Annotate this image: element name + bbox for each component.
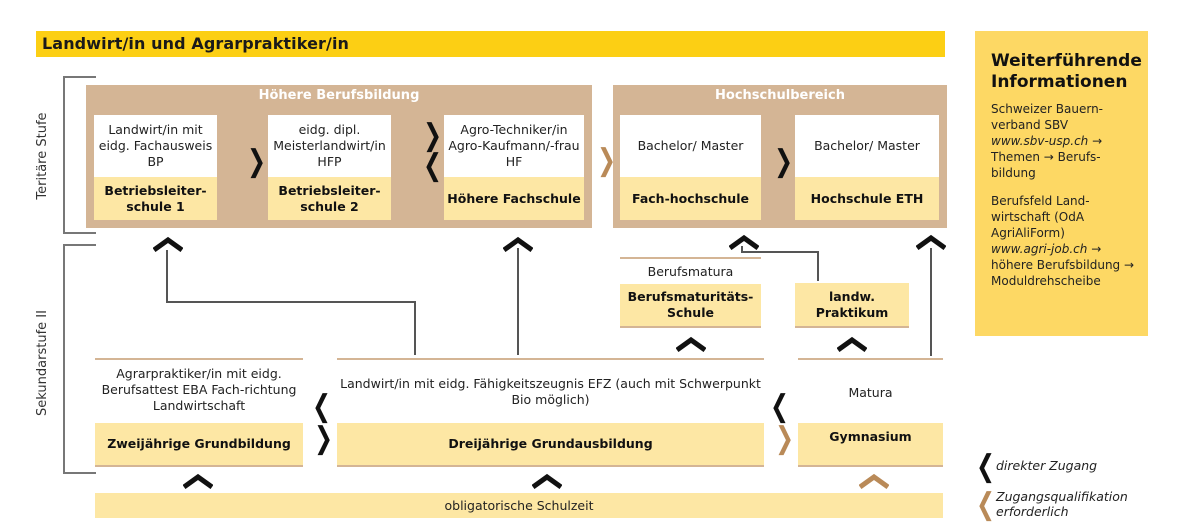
divider-rule — [620, 257, 761, 259]
card-fachhochschule: Bachelor/ Master Fach-hochschule — [620, 115, 761, 220]
chevron-up-icon — [532, 473, 562, 489]
info-path-sbv: → Themen → Berufs-bildung — [991, 134, 1103, 180]
chevron-right-icon: ❯ — [774, 144, 793, 179]
panel-university: Hochschulbereich Bachelor/ Master Fach-h… — [613, 85, 947, 228]
card-school: Betriebsleiter-schule 1 — [94, 177, 217, 220]
connector-line — [741, 251, 818, 253]
divider-rule — [337, 358, 764, 360]
secondary-bracket — [63, 244, 96, 474]
card-school: Hochschule ETH — [795, 177, 939, 220]
box-obligatorische-schulzeit: obligatorische Schulzeit — [95, 493, 943, 518]
card-qualification: Agro-Techniker/in Agro-Kaufmann/-frau HF — [448, 122, 580, 169]
connector-line — [930, 248, 932, 356]
box-landw-praktikum: landw. Praktikum — [795, 283, 909, 328]
chevron-up-icon — [916, 234, 946, 250]
divider-rule — [798, 358, 943, 360]
connector-line — [741, 246, 743, 252]
chevron-left-icon: ❮ — [770, 389, 789, 424]
chevron-up-icon — [153, 236, 183, 252]
info-org-agrijob: Berufsfeld Land-wirtschaft (OdA AgriAliF… — [991, 194, 1090, 240]
card-qualification: Landwirt/in mit eidg. Fachausweis BP — [98, 122, 213, 169]
card-hochschule-eth: Bachelor/ Master Hochschule ETH — [795, 115, 939, 220]
connector-line — [817, 251, 819, 281]
card-school: Betriebsleiter-schule 2 — [268, 177, 391, 220]
info-path-agrijob: → höhere Berufsbildung → Moduldrehscheib… — [991, 242, 1135, 288]
connector-line — [517, 248, 519, 355]
info-org-sbv: Schweizer Bauern-verband SBV — [991, 102, 1104, 132]
info-title: Weiterführende Informationen — [991, 51, 1142, 92]
card-qualification: eidg. dipl. Meisterlandwirt/in HFP — [273, 122, 386, 169]
chevron-right-icon: ❯ — [247, 144, 266, 179]
info-box: Weiterführende Informationen Schweizer B… — [975, 31, 1148, 336]
box-berufsmaturitaetsschule: Berufsmaturitäts-Schule — [620, 284, 761, 328]
card-school: Fach-hochschule — [620, 177, 761, 220]
chevron-right-qualification-icon: ❯ — [775, 421, 794, 456]
connector-line — [166, 301, 416, 303]
box-gymnasium: Gymnasium — [798, 423, 943, 467]
box-dreijaehrige-grundausbildung: Dreijährige Grundausbildung — [337, 423, 764, 467]
tertiary-level-label: Teritäre Stufe — [35, 112, 50, 200]
card-qualification: Bachelor/ Master — [814, 138, 920, 153]
chevron-up-icon — [729, 234, 759, 250]
chevron-up-icon — [837, 336, 867, 352]
legend-direct-chevron-icon: ❮ — [976, 449, 995, 484]
card-qualification: Bachelor/ Master — [637, 138, 744, 153]
matura-label: Matura — [848, 385, 893, 400]
secondary-level-label: Sekundarstufe II — [35, 310, 50, 416]
legend-direct-label: direkter Zugang — [996, 458, 1098, 473]
tertiary-bracket — [63, 76, 96, 234]
legend-qualification-label: Zugangsqualifikation erforderlich — [996, 489, 1128, 519]
connector-line — [414, 301, 416, 355]
box-zweijaehrige-grundbildung: Zweijährige Grundbildung — [95, 423, 303, 467]
berufsmatura-label: Berufsmatura — [647, 264, 734, 279]
legend-qualification-chevron-icon: ❮ — [976, 487, 995, 522]
chevron-left-icon: ❮ — [423, 148, 442, 183]
card-school: Höhere Fachschule — [444, 177, 584, 220]
chevron-right-qualification-icon: ❯ — [597, 143, 616, 178]
panel-title-university: Hochschulbereich — [715, 88, 845, 103]
chevron-right-icon: ❯ — [314, 421, 333, 456]
two-year-description: Agrarpraktiker/in mit eidg. Berufsattest… — [101, 366, 297, 413]
card-betriebsleiterschule-2: eidg. dipl. Meisterlandwirt/in HFP Betri… — [268, 115, 391, 220]
panel-higher-vocational: Höhere Berufsbildung Landwirt/in mit eid… — [86, 85, 592, 228]
info-block-sbv: Schweizer Bauern-verband SBV www.sbv-usp… — [991, 101, 1138, 181]
card-hoehere-fachschule: Agro-Techniker/in Agro-Kaufmann/-frau HF… — [444, 115, 584, 220]
link-agrijob[interactable]: www.agri-job.ch — [991, 242, 1088, 256]
title-bar: Landwirt/in und Agrarpraktiker/in — [36, 31, 945, 57]
diagram-title: Landwirt/in und Agrarpraktiker/in — [42, 34, 350, 53]
chevron-up-icon — [676, 336, 706, 352]
connector-line — [166, 250, 168, 302]
chevron-up-icon — [183, 473, 213, 489]
divider-rule — [95, 358, 303, 360]
panel-title-higher-vocational: Höhere Berufsbildung — [258, 88, 420, 103]
chevron-up-qualification-icon — [859, 473, 889, 489]
chevron-right-icon: ❯ — [423, 118, 442, 153]
card-betriebsleiterschule-1: Landwirt/in mit eidg. Fachausweis BP Bet… — [94, 115, 217, 220]
chevron-up-icon — [503, 236, 533, 252]
link-sbv[interactable]: www.sbv-usp.ch — [991, 134, 1089, 148]
info-block-agrijob: Berufsfeld Land-wirtschaft (OdA AgriAliF… — [991, 193, 1138, 289]
three-year-description: Landwirt/in mit eidg. Fähigkeitszeugnis … — [340, 376, 761, 407]
chevron-left-icon: ❮ — [312, 389, 331, 424]
